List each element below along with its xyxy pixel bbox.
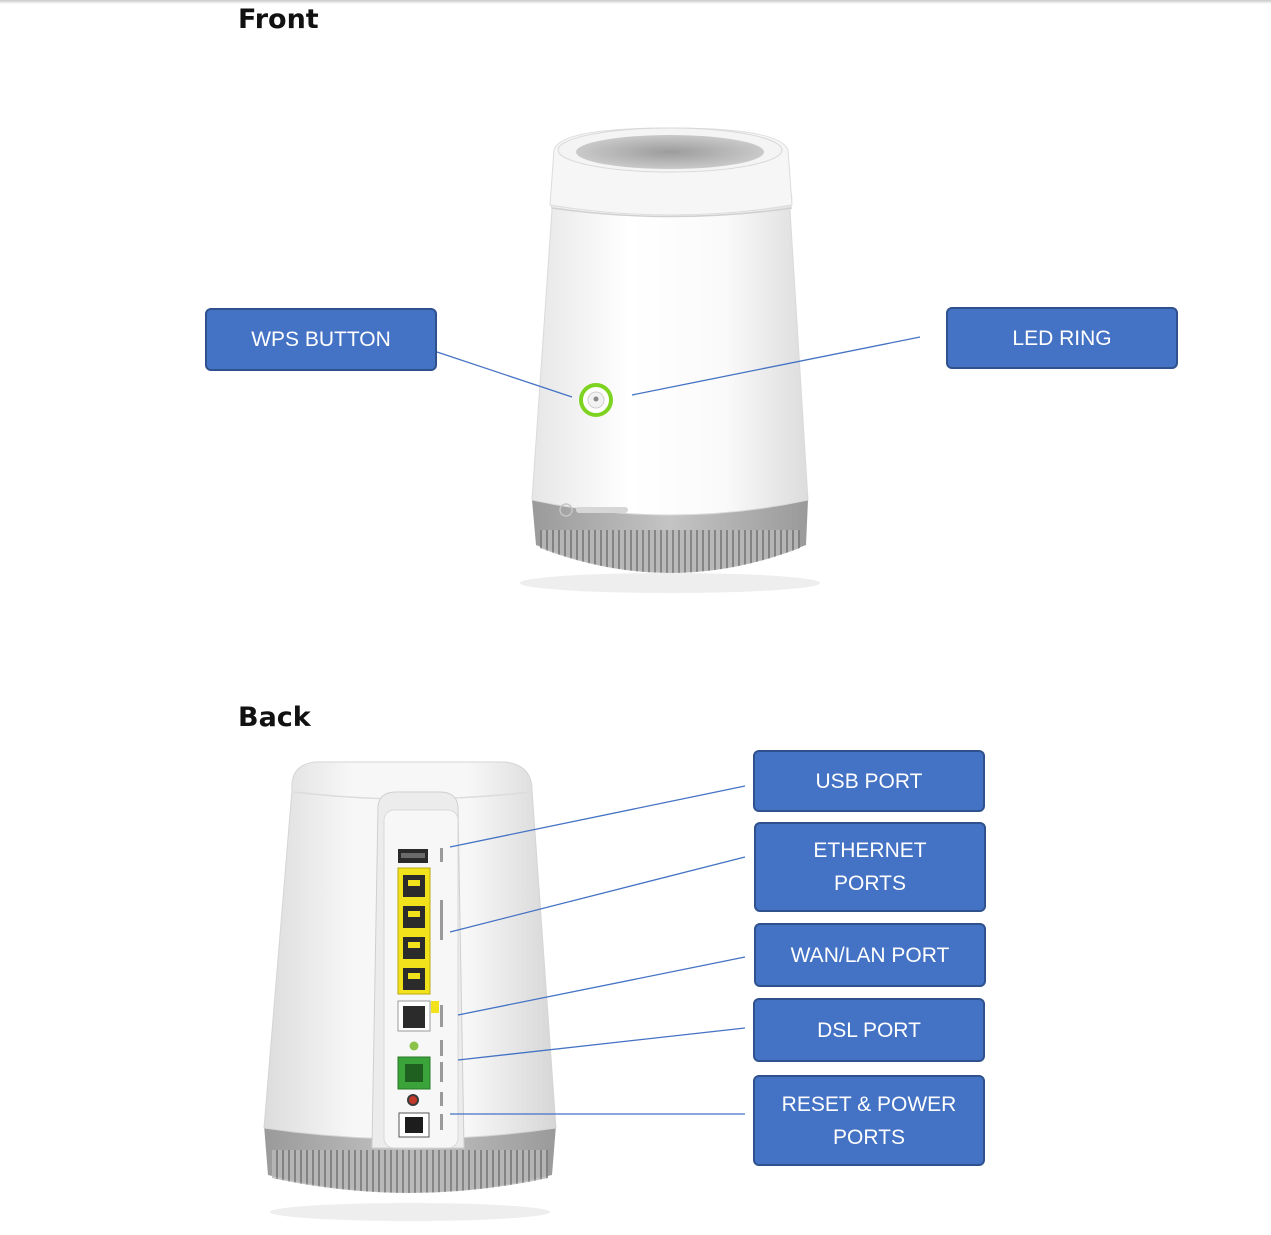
wan-lan-port-callout: WAN/LAN PORT (754, 923, 986, 987)
leader-dsl (457, 1027, 746, 1061)
back-heading: Back (238, 702, 311, 733)
dsl-port-callout: DSL PORT (753, 998, 985, 1062)
top-rule (0, 0, 1271, 4)
led-ring-callout: LED RING (946, 307, 1178, 369)
reset-power-ports-callout: RESET & POWER PORTS (753, 1075, 985, 1166)
leader-lines (436, 336, 921, 1115)
leader-wps (436, 351, 573, 398)
leader-led (631, 336, 921, 396)
usb-port-callout: USB PORT (753, 750, 985, 812)
ethernet-ports-callout: ETHERNET PORTS (754, 822, 986, 912)
leader-ethernet (449, 856, 746, 933)
wps-button-callout: WPS BUTTON (205, 308, 437, 371)
leader-usb (449, 785, 746, 848)
reset-button (407, 1094, 419, 1106)
front-heading: Front (238, 4, 319, 35)
router-back (263, 761, 557, 1221)
router-front (520, 127, 820, 593)
leader-wan-lan (457, 956, 746, 1016)
